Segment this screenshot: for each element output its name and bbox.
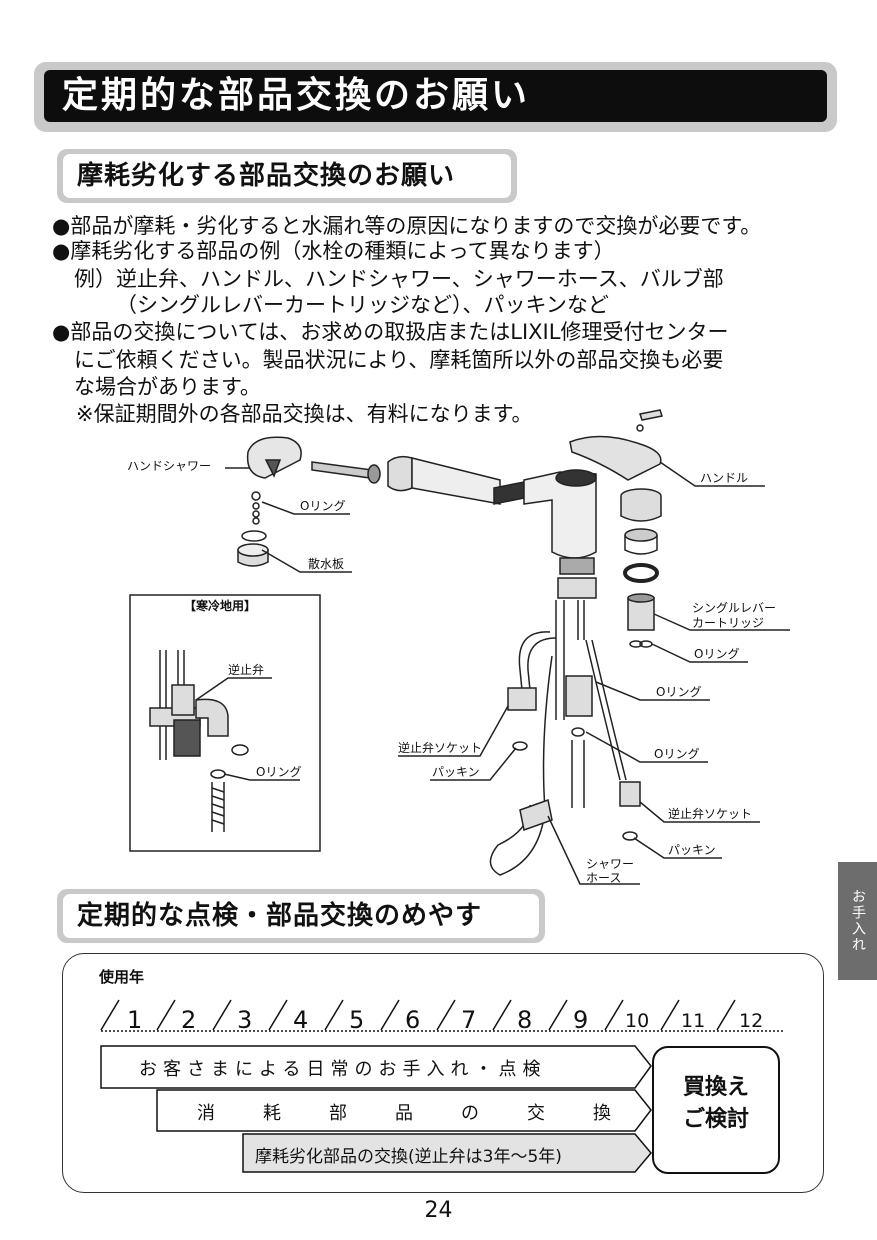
text-line: な場合があります。	[74, 375, 261, 399]
row2-char: 部	[329, 1103, 347, 1124]
label-check-valve-socket: 逆止弁ソケット	[398, 740, 482, 755]
label-shower-hose: シャワー	[586, 857, 634, 871]
label-shower-hose: ホース	[586, 871, 621, 885]
year-tick: 11	[681, 1010, 706, 1032]
label-check-valve-socket: 逆止弁ソケット	[668, 806, 752, 821]
year-tick: 1	[127, 1006, 143, 1034]
label-handle: ハンドル	[700, 471, 748, 485]
year-tick: 10	[625, 1010, 650, 1032]
page-title: 定期的な部品交換のお願い	[44, 70, 827, 122]
row2-char: の	[461, 1103, 479, 1124]
text-line: ※保証期間外の各部品交換は、有料になります。	[76, 402, 533, 426]
row-consumable-parts: 消耗部品の交換	[197, 1099, 611, 1125]
page-title-box: 定期的な部品交換のお願い	[34, 62, 837, 132]
label-oring: Oリング	[694, 647, 739, 661]
section1-heading: 摩耗劣化する部品交換のお願い	[63, 154, 511, 198]
replacement-box: 買換え ご検討	[652, 1046, 780, 1174]
text-line: にご依頼ください。製品状況により、摩耗箇所以外の部品交換も必要	[74, 348, 724, 372]
year-label: 使用年	[99, 968, 145, 986]
section2-heading-box: 定期的な点検・部品交換のめやす	[57, 889, 545, 943]
text-line: ●摩耗劣化する部品の例（水栓の種類によって異なります）	[52, 239, 615, 263]
row2-char: 品	[395, 1103, 413, 1124]
schedule-graphics	[100, 999, 783, 1173]
label-spray-plate: 散水板	[308, 556, 344, 571]
year-tick: 6	[405, 1006, 421, 1034]
replacement-text: ご検討	[682, 1107, 749, 1132]
replacement-text: 買換え	[682, 1075, 749, 1100]
side-tab-care: お手入れ	[838, 862, 877, 980]
section2-heading: 定期的な点検・部品交換のめやす	[63, 894, 539, 938]
label-packing: パッキン	[432, 765, 480, 779]
year-tick: 9	[573, 1006, 589, 1034]
text-line: ●部品が摩耗・劣化すると水漏れ等の原因になりますので交換が必要です。	[52, 214, 762, 238]
label-hand-shower: ハンドシャワー	[127, 459, 211, 473]
text-line: ●部品の交換については、お求めの取扱店またはLIXIL修理受付センター	[52, 320, 729, 344]
inset-label-oring: Oリング	[256, 765, 301, 779]
row-daily-care: お客さまによる日常のお手入れ・点検	[139, 1059, 547, 1080]
parts-diagram: ハンドシャワー Oリング 散水板 ハンドル シングルレバー カートリッジ Oリン…	[127, 409, 790, 885]
row2-char: 耗	[263, 1103, 281, 1124]
year-tick: 2	[181, 1006, 197, 1034]
text-line: （シングルレバーカートリッジなど）、パッキンなど	[116, 293, 609, 317]
year-tick: 7	[461, 1006, 477, 1034]
year-tick: 5	[349, 1006, 365, 1034]
label-oring: Oリング	[300, 499, 345, 513]
year-tick: 3	[237, 1006, 253, 1034]
year-tick: 8	[517, 1006, 533, 1034]
row2-char: 消	[197, 1103, 215, 1124]
label-packing: パッキン	[668, 843, 716, 857]
label-oring: Oリング	[654, 747, 699, 761]
text-line: 例）逆止弁、ハンドル、ハンドシャワー、シャワーホース、バルブ部	[74, 267, 724, 291]
section1-heading-box: 摩耗劣化する部品交換のお願い	[57, 149, 517, 203]
row2-char: 換	[593, 1103, 611, 1124]
page-number: 24	[424, 1198, 453, 1223]
year-tick: 4	[293, 1006, 309, 1034]
year-tick: 12	[739, 1010, 764, 1032]
label-oring: Oリング	[656, 685, 701, 699]
schedule-box: 使用年 1 2 3 4 5 6 7 8 9 10 11 12 お客さまによる日常…	[62, 953, 824, 1193]
label-cartridge: シングルレバー	[692, 601, 776, 615]
label-cartridge: カートリッジ	[692, 616, 764, 630]
row2-char: 交	[527, 1103, 545, 1124]
row-wear-parts: 摩耗劣化部品の交換(逆止弁は3年～5年)	[255, 1147, 562, 1167]
inset-title: 【寒冷地用】	[184, 598, 256, 613]
inset-label-check-valve: 逆止弁	[228, 662, 264, 677]
